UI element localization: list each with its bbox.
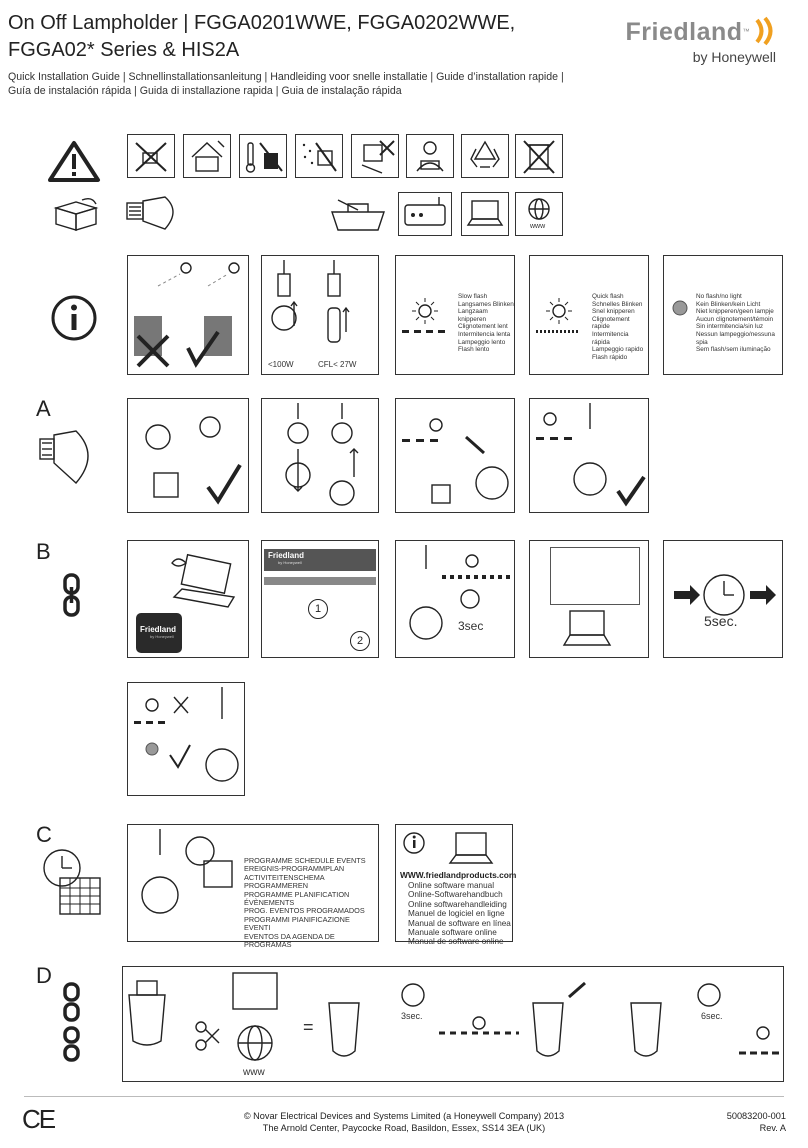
section-b-label: B bbox=[36, 539, 51, 564]
hold-five-seconds: 5sec. bbox=[704, 613, 738, 629]
panel-b-step1: Friedland by Honeywell bbox=[127, 540, 249, 658]
lampholder-icon bbox=[126, 196, 174, 230]
package-icon bbox=[53, 197, 99, 231]
panel-no-flash: No flash/no light Kein Blinken/kein Lich… bbox=[663, 255, 783, 375]
panel-lamp-compatibility bbox=[127, 255, 249, 375]
no-flash-dot-icon bbox=[672, 300, 688, 316]
brand-logo: Friedland™ by Honeywell bbox=[626, 16, 776, 65]
footer-divider bbox=[24, 1096, 784, 1097]
subtitle-line-1: Quick Installation Guide | Schnellinstal… bbox=[8, 71, 564, 83]
slow-flash-sun-icon bbox=[402, 298, 445, 333]
section-c-schedule-icon bbox=[43, 849, 101, 915]
step-2-marker: 2 bbox=[350, 631, 370, 651]
website-nav bbox=[264, 577, 376, 585]
recycle-icon bbox=[461, 134, 509, 178]
step-1-marker: 1 bbox=[308, 599, 328, 619]
website-url[interactable]: WWW.friedlandproducts.com bbox=[400, 870, 517, 880]
product-box-icon: Friedland by Honeywell bbox=[136, 613, 182, 653]
hold-three-seconds: 3sec bbox=[458, 619, 484, 633]
panel-a-step2 bbox=[261, 398, 379, 513]
website-header: Friedland by Honeywell bbox=[264, 549, 376, 571]
indoor-use-icon bbox=[183, 134, 231, 178]
section-a-lampholder-icon bbox=[39, 430, 89, 485]
footer-document-id: 50083200-001 Rev. A bbox=[726, 1111, 786, 1133]
section-d-link-icons bbox=[63, 982, 80, 1062]
slow-flash-text: Slow flash Langsames Blinken Langzaam kn… bbox=[458, 293, 514, 354]
bulb-limit-cfl: CFL< 27W bbox=[318, 360, 357, 369]
brand-signal-icon bbox=[755, 16, 773, 46]
laptop-icon bbox=[461, 192, 509, 236]
bulb-limit-incandescent: <100W bbox=[268, 360, 294, 369]
section-c-label: C bbox=[36, 822, 52, 847]
info-icon bbox=[51, 295, 97, 341]
panel-b-step4 bbox=[529, 540, 649, 658]
section-a-label: A bbox=[36, 396, 51, 421]
no-tools-icon bbox=[127, 134, 175, 178]
panel-bulb-limits: <100W CFL< 27W bbox=[261, 255, 379, 375]
warning-icon bbox=[48, 141, 100, 182]
brand-name: Friedland bbox=[625, 18, 743, 46]
section-d-three-seconds: 3sec. bbox=[401, 1011, 423, 1021]
subtitle-line-2: Guía de instalación rápida | Guida di in… bbox=[8, 84, 402, 97]
panel-b-step6 bbox=[127, 682, 245, 796]
title-line-2: FGGA02* Series & HIS2A bbox=[8, 39, 240, 61]
ce-mark: CE bbox=[22, 1104, 56, 1134]
panel-a-step1 bbox=[127, 398, 249, 513]
no-flash-text: No flash/no light Kein Blinken/kein Lich… bbox=[696, 293, 775, 354]
section-d-label: D bbox=[36, 963, 52, 988]
document-title: On Off Lampholder | FGGA0201WWE, FGGA020… bbox=[8, 10, 515, 64]
section-d-six-seconds: 6sec. bbox=[701, 1011, 723, 1021]
panel-a-step3 bbox=[395, 398, 515, 513]
hub-device-icon bbox=[398, 192, 452, 236]
panel-c-schedule: PROGRAMME SCHEDULE EVENTS EREIGNIS-PROGR… bbox=[127, 824, 379, 949]
panel-a-step4 bbox=[529, 398, 649, 513]
panel-b-step3: 3sec bbox=[395, 540, 515, 658]
product-box-by: by Honeywell bbox=[150, 634, 174, 639]
brand-by-honeywell: by Honeywell bbox=[692, 49, 776, 65]
title-line-1: On Off Lampholder | FGGA0201WWE, FGGA020… bbox=[8, 12, 516, 34]
section-d-www-label: www bbox=[243, 1067, 265, 1078]
www-icon: www bbox=[515, 192, 563, 236]
panel-b-step5: 5sec. bbox=[663, 540, 783, 658]
panel-slow-flash: Slow flash Langsames Blinken Langzaam kn… bbox=[395, 255, 515, 375]
website-brand: Friedland bbox=[268, 551, 305, 560]
panel-d-reset: www = 3sec. 6sec. bbox=[122, 966, 784, 1082]
quick-flash-text: Quick flash Schnelles Blinken Snel knipp… bbox=[592, 293, 644, 361]
product-box-brand: Friedland bbox=[140, 625, 177, 634]
subtitle: Quick Installation Guide | Schnellinstal… bbox=[8, 71, 564, 98]
toolbox-icon bbox=[331, 199, 385, 231]
panel-c-online-manual: WWW.friedlandproducts.com Online softwar… bbox=[395, 824, 517, 946]
no-disassemble-icon bbox=[351, 134, 399, 178]
temperature-icon bbox=[239, 134, 287, 178]
panel-quick-flash: Quick flash Schnelles Blinken Snel knipp… bbox=[529, 255, 649, 375]
read-manual-icon bbox=[406, 134, 454, 178]
schedule-events-text: PROGRAMME SCHEDULE EVENTS EREIGNIS-PROGR… bbox=[244, 856, 366, 950]
section-d-equals: = bbox=[303, 1017, 314, 1037]
section-b-link-icon bbox=[63, 573, 80, 617]
website-by: by Honeywell bbox=[278, 560, 302, 565]
footer-address: © Novar Electrical Devices and Systems L… bbox=[243, 1111, 565, 1133]
www-label: www bbox=[530, 223, 546, 230]
app-window bbox=[550, 547, 640, 605]
panel-b-step2: Friedland by Honeywell 1 2 bbox=[261, 540, 379, 658]
quick-flash-sun-icon bbox=[536, 298, 580, 333]
brand-trademark: ™ bbox=[742, 28, 750, 36]
online-manual-list: Online software manual Online-Softwareha… bbox=[408, 881, 511, 947]
no-rain-icon bbox=[295, 134, 343, 178]
weee-bin-icon bbox=[515, 134, 563, 178]
